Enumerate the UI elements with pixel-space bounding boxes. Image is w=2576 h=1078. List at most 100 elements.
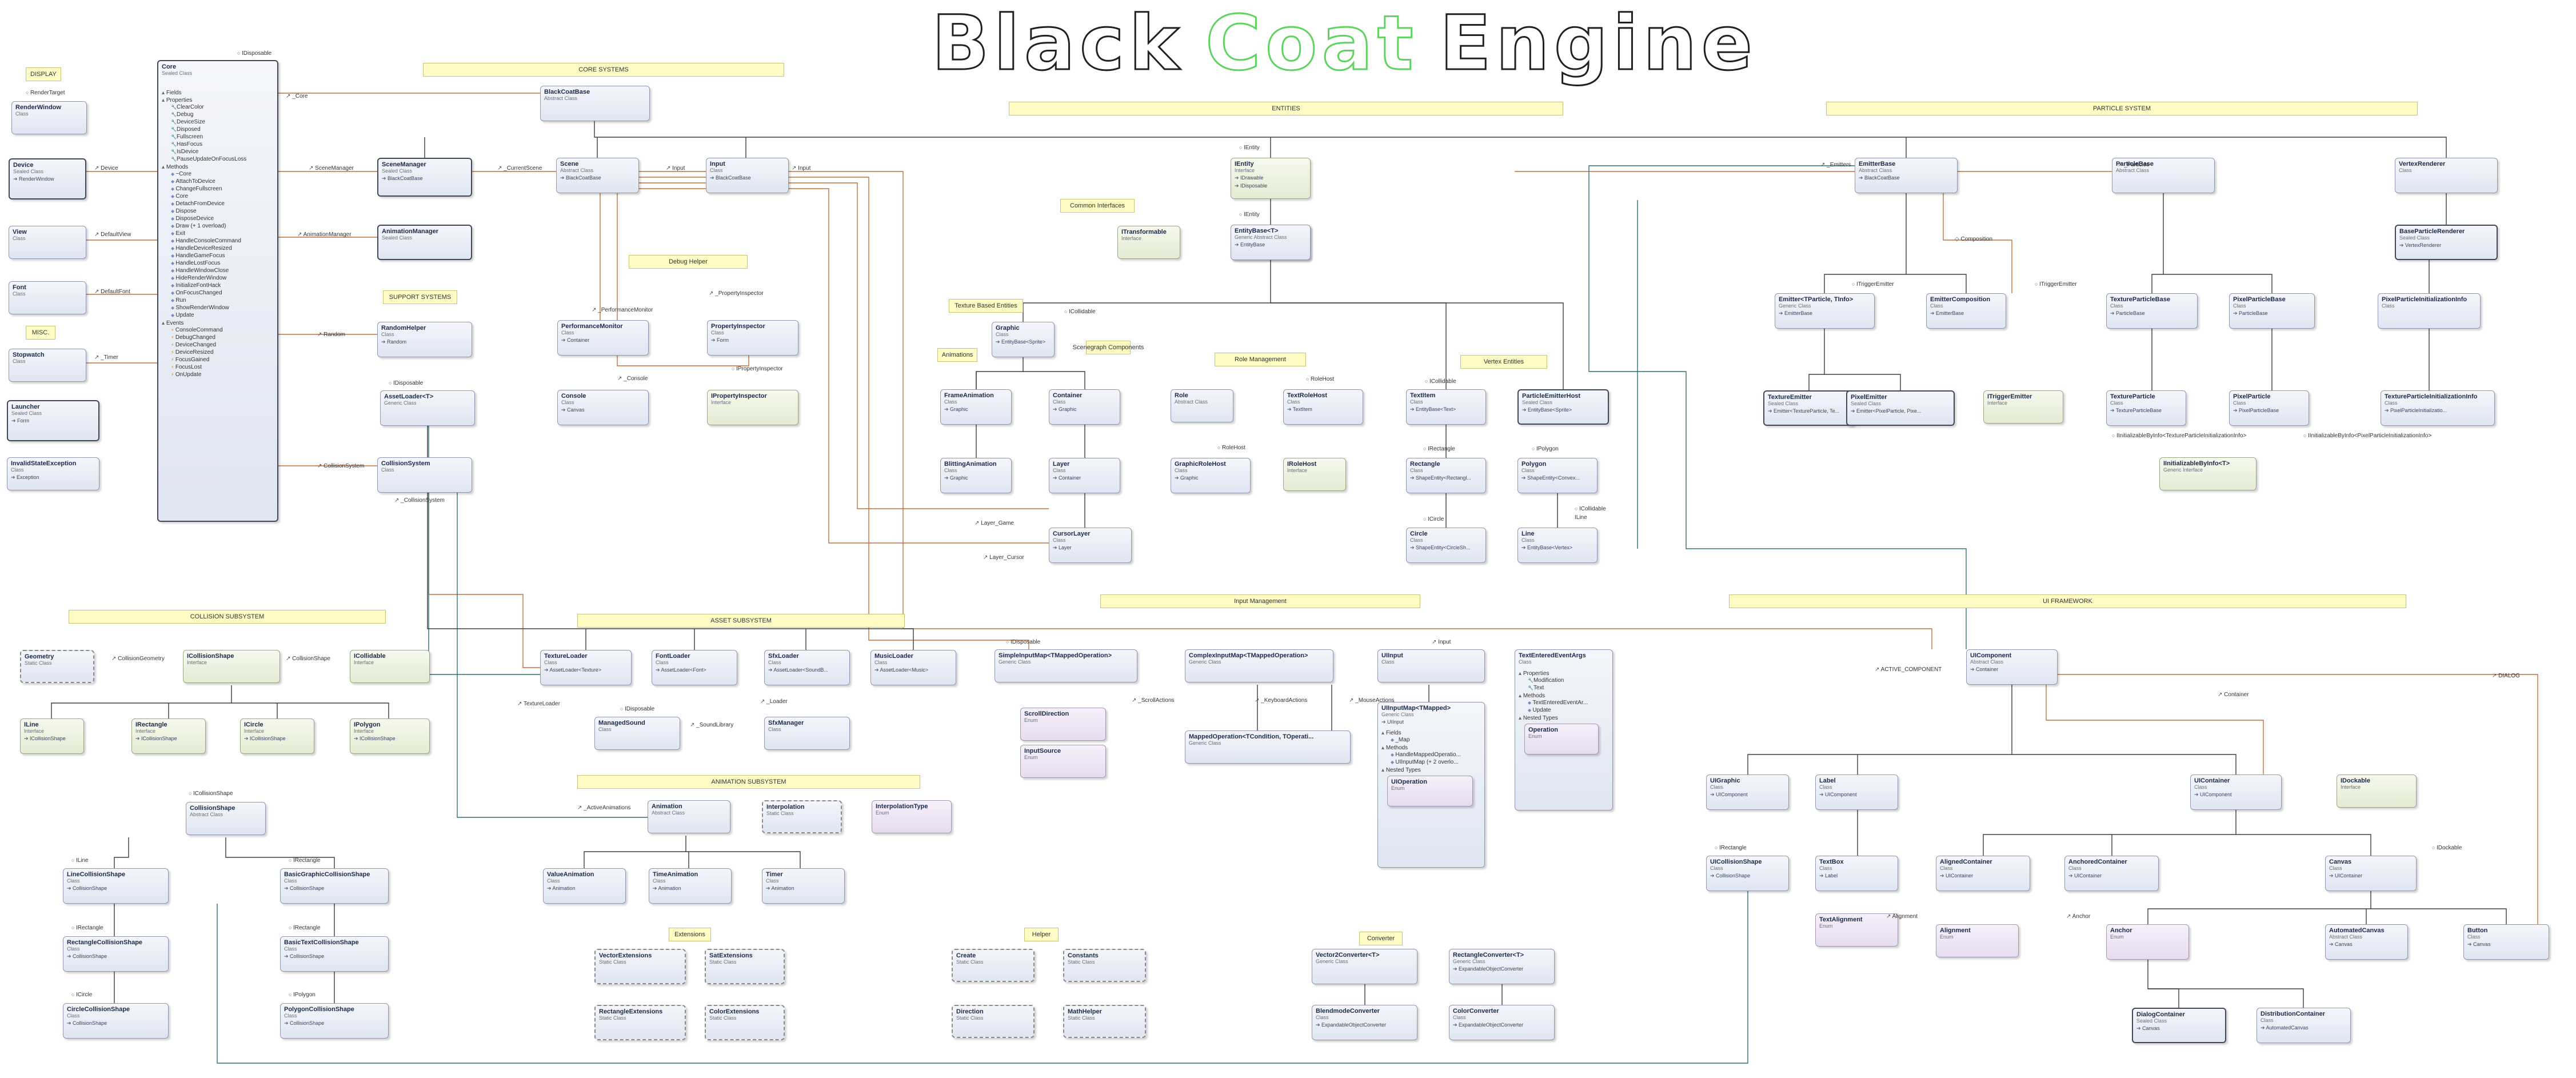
class-randomhelper[interactable]: RandomHelperClassRandom xyxy=(377,322,472,357)
ui-input-map-nested-header[interactable]: Nested Types xyxy=(1381,767,1481,773)
class-alignedcontainer[interactable]: AlignedContainerClassUIContainer xyxy=(1936,856,2030,891)
interface-ipolygon[interactable]: IPolygonInterfaceICollisionShape xyxy=(350,718,430,754)
core-methods-header[interactable]: Methods xyxy=(162,164,274,170)
class-entitybase-t[interactable]: EntityBase<T>Generic Abstract ClassEntit… xyxy=(1231,225,1311,260)
text-entered-properties-header[interactable]: Properties xyxy=(1519,670,1609,677)
class-pixelparticlebase[interactable]: PixelParticleBaseClassParticleBase xyxy=(2229,293,2315,329)
class-circle[interactable]: CircleClassShapeEntity<CircleSh... xyxy=(1406,528,1486,563)
class-core[interactable]: Core Sealed Class Fields Properties Clea… xyxy=(157,60,278,522)
class-basicgraphiccollisionshape[interactable]: BasicGraphicCollisionShapeClassCollision… xyxy=(280,868,389,904)
class-anchoredcontainer[interactable]: AnchoredContainerClassUIContainer xyxy=(2064,856,2159,891)
class-canvas[interactable]: CanvasClassUIContainer xyxy=(2325,856,2417,891)
class-polygon[interactable]: PolygonClassShapeEntity<Convex... xyxy=(1517,458,1597,493)
ui-input-map-methods-header[interactable]: Methods xyxy=(1381,745,1481,751)
enum-ui-operation[interactable]: UIOperation Enum xyxy=(1387,776,1473,806)
class-rectanglecollisionshape[interactable]: RectangleCollisionShapeClassCollisionSha… xyxy=(63,936,169,972)
class-fontloader[interactable]: FontLoaderClassAssetLoader<Font> xyxy=(652,650,737,685)
class-polygoncollisionshape[interactable]: PolygonCollisionShapeClassCollisionShape xyxy=(280,1003,389,1039)
class-blittinganimation[interactable]: BlittingAnimationClassGraphic xyxy=(940,458,1012,493)
class-uicollisionshape[interactable]: UICollisionShapeClassCollisionShape xyxy=(1706,856,1789,891)
class-button[interactable]: ButtonClassCanvas xyxy=(2463,924,2549,960)
class-vector2converter-t[interactable]: Vector2Converter<T>Generic Class xyxy=(1312,949,1417,984)
class-line[interactable]: LineClassEntityBase<Vertex> xyxy=(1517,528,1597,563)
class-textureparticlebase[interactable]: TextureParticleBaseClassParticleBase xyxy=(2106,293,2198,329)
class-rectangle[interactable]: RectangleClassShapeEntity<Rectangl... xyxy=(1406,458,1486,493)
class-text-entered-event-args[interactable]: TextEnteredEventArgs Class Properties Mo… xyxy=(1515,649,1613,811)
class-textureloader[interactable]: TextureLoaderClassAssetLoader<Texture> xyxy=(540,650,632,685)
ui-input-map-fields-header[interactable]: Fields xyxy=(1381,730,1481,736)
class-textrolehost[interactable]: TextRoleHostClassTextItem xyxy=(1283,389,1363,425)
class-frameanimation[interactable]: FrameAnimationClassGraphic xyxy=(940,389,1012,425)
class-timeanimation[interactable]: TimeAnimationClassAnimation xyxy=(649,868,732,904)
class-uicontainer[interactable]: UIContainerClassUIComponent xyxy=(2190,774,2282,810)
class-complexinputmap-tmappedoperation[interactable]: ComplexInputMap<TMappedOperation>Generic… xyxy=(1185,649,1333,682)
enum-operation[interactable]: Operation Enum xyxy=(1524,724,1599,754)
class-graphicrolehost[interactable]: GraphicRoleHostClassGraphic xyxy=(1171,458,1251,493)
class-rectangleconverter-t[interactable]: RectangleConverter<T>Generic ClassExpand… xyxy=(1449,949,1555,984)
text-entered-nested-header[interactable]: Nested Types xyxy=(1519,715,1609,721)
class-mappedoperation-tcondition-toperati[interactable]: MappedOperation<TCondition, TOperati...G… xyxy=(1185,730,1351,764)
class-invalidstateexception[interactable]: InvalidStateExceptionClassException xyxy=(7,457,99,490)
class-simpleinputmap-tmappedoperation[interactable]: SimpleInputMap<TMappedOperation>Generic … xyxy=(995,649,1137,682)
class-colorconverter[interactable]: ColorConverterClassExpandableObjectConve… xyxy=(1449,1005,1555,1040)
class-textureparticle[interactable]: TextureParticleClassTextureParticleBase xyxy=(2106,390,2186,426)
class-textureparticleinitializationinfo[interactable]: TextureParticleInitializationInfoClassPi… xyxy=(2381,390,2495,426)
class-input[interactable]: InputClassBlackCoatBase xyxy=(706,158,789,193)
class-emitter-tparticle-tinfo[interactable]: Emitter<TParticle, TInfo>Generic ClassEm… xyxy=(1775,293,1875,329)
interface-iline[interactable]: ILineInterfaceICollisionShape xyxy=(20,718,84,754)
class-valueanimation[interactable]: ValueAnimationClassAnimation xyxy=(543,868,626,904)
class-assetloader-t[interactable]: AssetLoader<T>Generic Class xyxy=(380,390,475,426)
class-uigraphic[interactable]: UIGraphicClassUIComponent xyxy=(1706,774,1789,810)
class-container[interactable]: ContainerClassGraphic xyxy=(1049,389,1120,425)
class-pixelparticle[interactable]: PixelParticleClassPixelParticleBase xyxy=(2229,390,2309,426)
class-performancemonitor[interactable]: PerformanceMonitorClassContainer xyxy=(557,320,649,356)
class-label[interactable]: LabelClassUIComponent xyxy=(1815,774,1898,810)
interface-icircle[interactable]: ICircleInterfaceICollisionShape xyxy=(240,718,314,754)
class-console[interactable]: ConsoleClassCanvas xyxy=(557,390,649,425)
class-layer[interactable]: LayerClassContainer xyxy=(1049,458,1120,493)
core-events-header[interactable]: Events xyxy=(162,320,274,326)
text-entered-methods-header[interactable]: Methods xyxy=(1519,693,1609,699)
interface-irectangle[interactable]: IRectangleInterfaceICollisionShape xyxy=(131,718,206,754)
class-ui-input-map[interactable]: UIInputMap<TMapped> Generic Class UIInpu… xyxy=(1377,702,1485,868)
class-sfxloader[interactable]: SfxLoaderClassAssetLoader<SoundB... xyxy=(764,650,850,685)
class-textitem[interactable]: TextItemClassEntityBase<Text> xyxy=(1406,389,1486,425)
